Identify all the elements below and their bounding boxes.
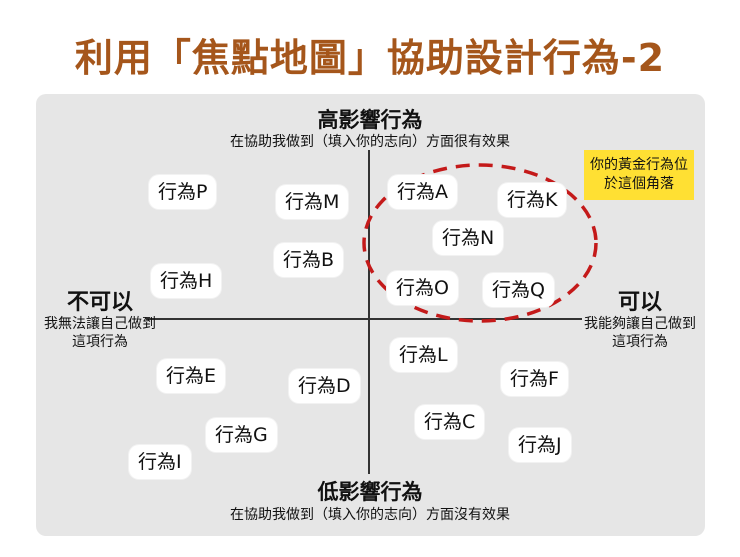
axis-top-subtitle: 在協助我做到（填入你的志向）方面很有效果: [230, 134, 510, 150]
axis-bottom-subtitle: 在協助我做到（填入你的志向）方面沒有效果: [230, 507, 510, 523]
behavior-h: 行為H: [151, 264, 222, 298]
golden-behavior-note: 你的黃金行為位於這個角落: [584, 150, 694, 200]
axis-bottom-title: 低影響行為: [317, 480, 423, 504]
behavior-n: 行為N: [433, 221, 504, 255]
axis-left-subtitle: 我無法讓自己做到這項行為: [44, 316, 156, 350]
behavior-d: 行為D: [289, 369, 360, 403]
behavior-g: 行為G: [206, 418, 277, 452]
behavior-k: 行為K: [498, 183, 567, 217]
vertical-axis: [368, 150, 370, 474]
behavior-q: 行為Q: [483, 273, 554, 307]
axis-left-title: 不可以: [66, 290, 133, 315]
behavior-i: 行為I: [129, 445, 191, 479]
axis-top-title: 高影響行為: [317, 108, 423, 132]
behavior-e: 行為E: [157, 359, 226, 393]
behavior-p: 行為P: [149, 175, 217, 209]
axis-right-subtitle: 我能夠讓自己做到這項行為: [584, 316, 696, 350]
axis-right-title: 可以: [617, 290, 662, 315]
behavior-o: 行為O: [387, 271, 458, 305]
behavior-a: 行為A: [388, 175, 457, 209]
horizontal-axis: [146, 318, 582, 320]
behavior-j: 行為J: [509, 428, 571, 462]
page-title: 利用「焦點地圖」協助設計行為-2: [74, 36, 666, 80]
behavior-l: 行為L: [390, 338, 457, 372]
behavior-b: 行為B: [274, 243, 344, 277]
behavior-f: 行為F: [501, 362, 568, 396]
behavior-m: 行為M: [276, 185, 349, 219]
behavior-c: 行為C: [415, 405, 485, 439]
